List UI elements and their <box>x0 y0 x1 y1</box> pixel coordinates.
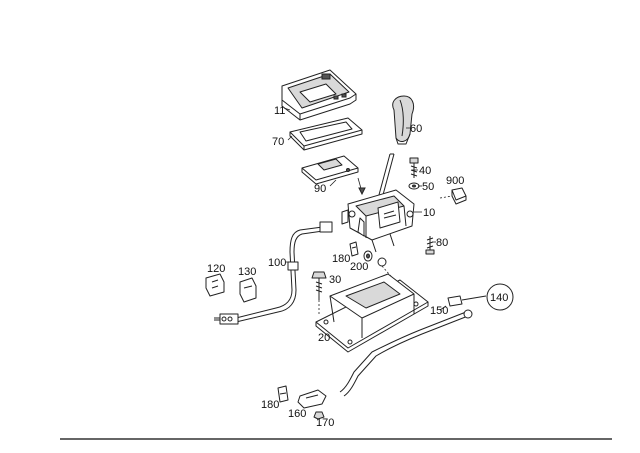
part-10-shifter-housing <box>341 189 415 253</box>
label-130: 130 <box>238 266 256 278</box>
label-160: 160 <box>288 408 306 420</box>
part-150-linkage-cable <box>339 295 487 397</box>
label-20: 20 <box>318 332 330 344</box>
part-180-clip-upper <box>349 241 359 257</box>
leader-lines <box>283 107 447 311</box>
part-130-clip <box>239 277 257 303</box>
label-180-upper: 180 <box>332 253 350 265</box>
part-60-shift-knob <box>392 95 415 145</box>
part-11-trim-panel <box>281 69 357 121</box>
part-900-block <box>439 187 467 205</box>
part-80-bolt <box>425 236 435 255</box>
part-120-clip <box>205 273 225 297</box>
part-40-screw <box>409 157 419 178</box>
label-100: 100 <box>268 257 286 269</box>
label-11: 11 <box>274 105 285 117</box>
part-50-washer <box>408 182 420 190</box>
part-180-clip-lower <box>277 385 289 403</box>
label-80: 80 <box>436 237 448 249</box>
part-70-frame <box>289 117 363 151</box>
label-200: 200 <box>350 261 368 273</box>
label-120: 120 <box>207 263 225 275</box>
label-170: 170 <box>316 417 334 429</box>
label-50: 50 <box>422 181 434 193</box>
label-140: 140 <box>490 292 508 304</box>
part-number-labels: 11 70 90 60 40 50 900 10 80 180 200 100 … <box>207 105 508 429</box>
label-60: 60 <box>410 123 422 135</box>
part-140-callout-circle <box>486 283 514 311</box>
label-10: 10 <box>423 207 435 219</box>
label-90: 90 <box>314 183 326 195</box>
label-30: 30 <box>329 274 341 286</box>
label-150: 150 <box>430 305 448 317</box>
label-900: 900 <box>446 175 464 187</box>
part-100-cable <box>214 221 333 325</box>
assembly-arrow <box>357 177 366 196</box>
part-20-base-bracket <box>315 273 429 353</box>
label-70: 70 <box>272 136 284 148</box>
part-30-bolt <box>311 271 327 314</box>
part-160-clamp <box>297 389 327 409</box>
part-200-bushing <box>363 250 373 262</box>
label-40: 40 <box>419 165 431 177</box>
label-180-lower: 180 <box>261 399 279 411</box>
part-90-indicator-plate <box>301 155 359 185</box>
part-170-nut <box>313 411 325 420</box>
